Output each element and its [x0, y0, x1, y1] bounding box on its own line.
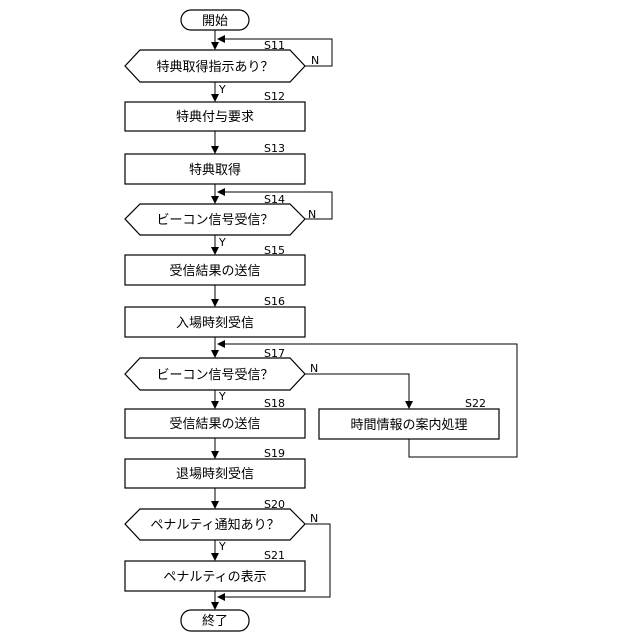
decision-s17: ビーコン信号受信？ S17 N Y — [125, 347, 318, 403]
step-id-s17: S17 — [264, 347, 285, 360]
branch-s17-no: N — [310, 362, 318, 375]
decision-s11: 特典取得指示あり？ S11 N Y — [125, 39, 319, 96]
branch-s17-yes: Y — [218, 390, 226, 403]
end-node: 終了 — [181, 610, 249, 631]
branch-s11-yes: Y — [218, 83, 226, 96]
step-id-s21: S21 — [264, 549, 285, 562]
branch-s11-no: N — [311, 54, 319, 67]
process-s13-label: 特典取得 — [189, 162, 241, 178]
decision-s11-label: 特典取得指示あり？ — [156, 59, 273, 75]
process-s16-label: 入場時刻受信 — [176, 316, 254, 331]
step-id-s12: S12 — [264, 90, 285, 103]
process-s18-label: 受信結果の送信 — [169, 417, 260, 432]
branch-s20-yes: Y — [218, 540, 226, 553]
step-id-s15: S15 — [264, 244, 285, 257]
edge-s17-s22 — [305, 374, 409, 408]
end-label: 終了 — [202, 613, 228, 629]
step-id-s19: S19 — [264, 447, 285, 460]
step-id-s18: S18 — [264, 397, 285, 410]
decision-s20: ペナルティ通知あり？ S20 N Y — [125, 498, 318, 553]
step-id-s22: S22 — [465, 397, 486, 410]
branch-s14-no: N — [308, 208, 316, 221]
decision-s14-label: ビーコン信号受信？ — [156, 213, 273, 228]
branch-s14-yes: Y — [218, 236, 226, 249]
process-s19-label: 退場時刻受信 — [176, 467, 254, 482]
step-id-s16: S16 — [264, 295, 285, 308]
branch-s20-no: N — [310, 512, 318, 525]
step-id-s11: S11 — [264, 39, 285, 52]
step-id-s20: S20 — [264, 498, 285, 511]
process-s12-label: 特典付与要求 — [176, 110, 254, 125]
decision-s20-label: ペナルティ通知あり？ — [150, 517, 279, 533]
step-id-s14: S14 — [264, 193, 285, 206]
decision-s14: ビーコン信号受信？ S14 N Y — [125, 193, 316, 249]
process-s15-label: 受信結果の送信 — [169, 264, 260, 279]
process-s22-label: 時間情報の案内処理 — [350, 417, 467, 433]
decision-s17-label: ビーコン信号受信？ — [156, 368, 273, 383]
step-id-s13: S13 — [264, 142, 285, 155]
start-node: 開始 — [181, 10, 249, 30]
start-label: 開始 — [202, 14, 228, 29]
process-s21-label: ペナルティの表示 — [163, 570, 266, 585]
